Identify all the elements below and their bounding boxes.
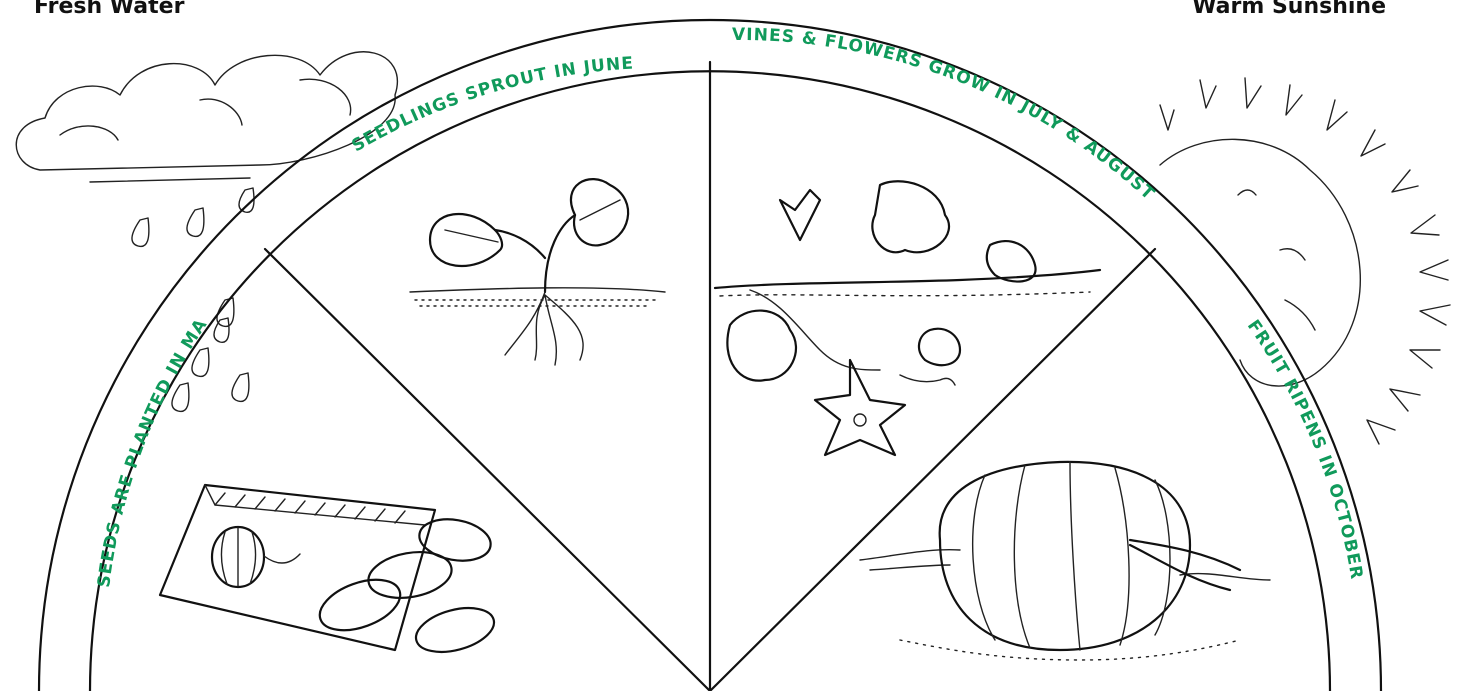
- stage-label-grow: VINES & FLOWERS GROW IN JULY & AUGUST: [732, 25, 1159, 205]
- vine-flower-icon: [715, 181, 1100, 455]
- sun-icon: [1160, 78, 1450, 444]
- stage-label-ripens: FRUIT RIPENS IN OCTOBER: [1243, 316, 1366, 581]
- pumpkin-icon: [860, 462, 1270, 660]
- stage-label-sprout: SEEDLINGS SPROUT IN JUNE: [348, 54, 634, 157]
- rain-cloud-icon: [16, 52, 397, 412]
- divider-1: [265, 249, 710, 691]
- seedling-icon: [410, 179, 665, 365]
- seed-packet-icon: [160, 485, 499, 660]
